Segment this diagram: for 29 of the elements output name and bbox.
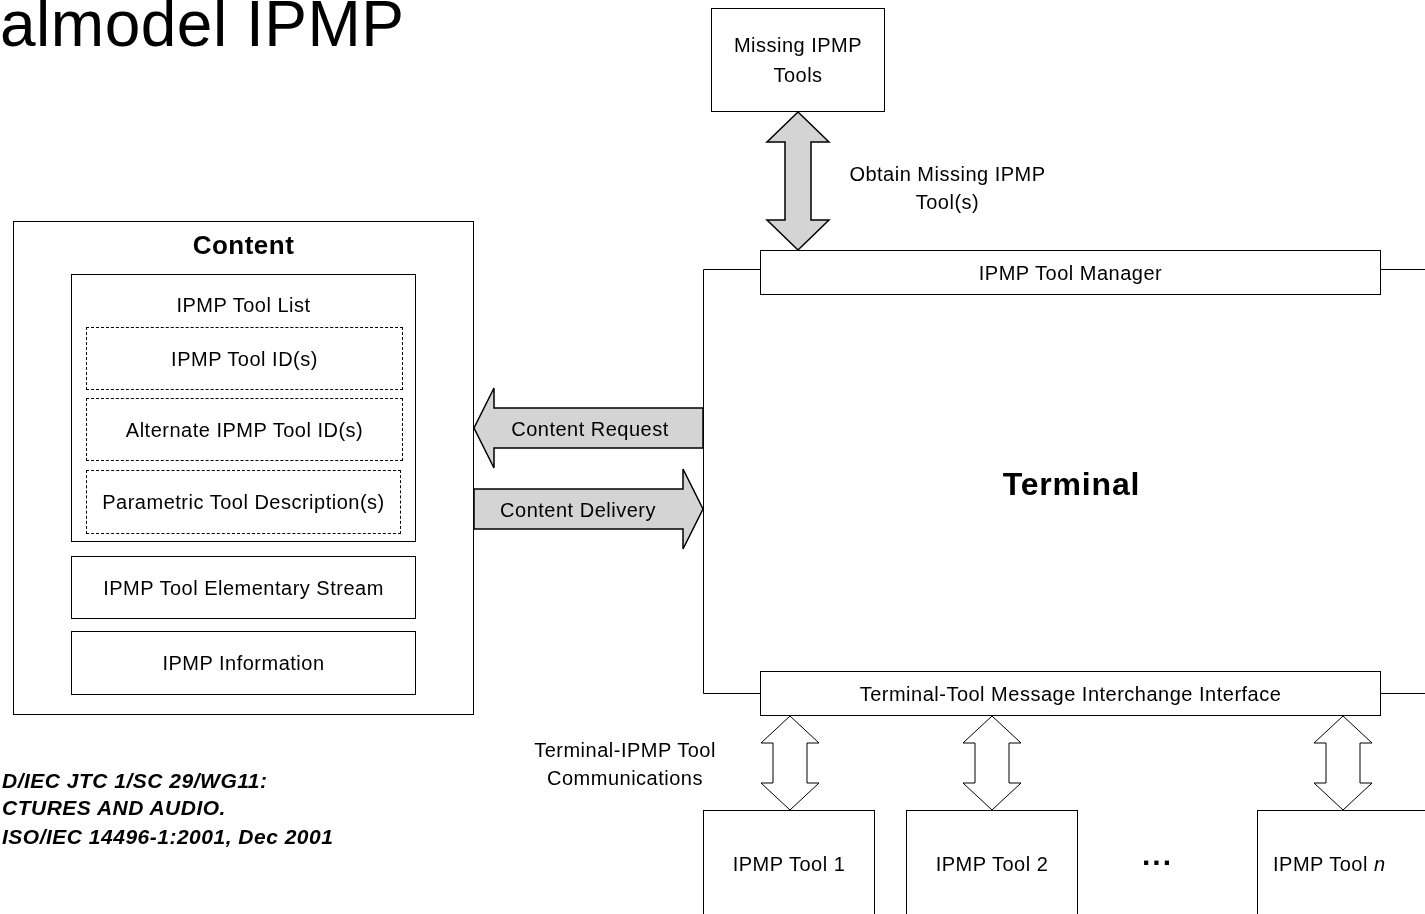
process-box: IPMP Tool n — [1257, 810, 1425, 914]
process-box: IPMP Tool Manager — [760, 250, 1381, 295]
process-box: IPMP Information — [71, 631, 416, 695]
interface-bar: Terminal-Tool Message Interchange Interface — [760, 671, 1381, 716]
process-box: Missing IPMP Tools — [711, 8, 885, 112]
dashed-box: IPMP Tool ID(s) — [86, 327, 403, 390]
group-box — [71, 274, 416, 542]
block-arrow — [473, 387, 704, 469]
box-heading: Content — [191, 229, 296, 262]
double-block-arrow — [1313, 715, 1373, 811]
source-note: CTURES AND AUDIO. — [2, 795, 226, 821]
double-block-arrow — [962, 715, 1022, 811]
double-block-arrow — [760, 715, 820, 811]
ellipsis-mark: ... — [1142, 840, 1173, 870]
process-box: IPMP Tool 1 — [703, 810, 875, 914]
edge-label: Terminal-IPMP Tool Communications — [533, 738, 717, 791]
dashed-box: Parametric Tool Description(s) — [86, 470, 401, 534]
source-note: D/IEC JTC 1/SC 29/WG11: — [2, 768, 268, 794]
double-block-arrow — [765, 110, 831, 252]
edge-label: Content Delivery — [499, 498, 657, 523]
dashed-box: Alternate IPMP Tool ID(s) — [86, 398, 403, 461]
container-box — [13, 221, 474, 715]
edge-label: Content Request — [510, 417, 670, 442]
process-box: IPMP Tool 2 — [906, 810, 1078, 914]
edge-label: Obtain Missing IPMP Tool(s) — [848, 162, 1047, 215]
block-arrow — [473, 468, 704, 550]
process-box: IPMP Tool Elementary Stream — [71, 556, 416, 619]
source-note: ISO/IEC 14496-1:2001, Dec 2001 — [2, 824, 334, 850]
box-heading: IPMP Tool List — [175, 293, 312, 318]
